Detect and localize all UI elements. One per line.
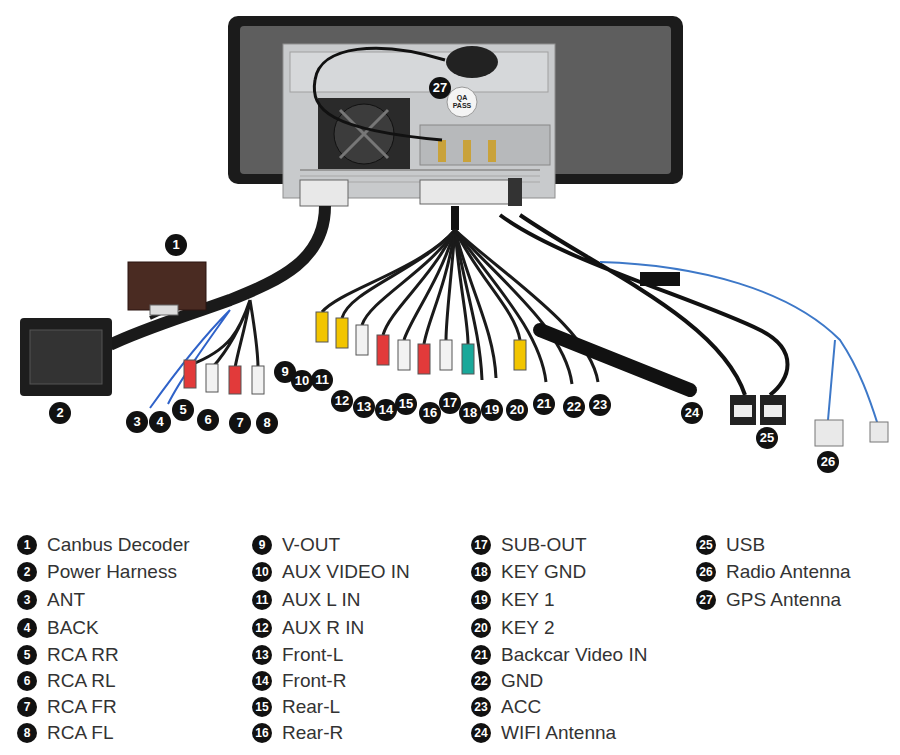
callout-number: 17 xyxy=(439,392,461,414)
callout-number: 2 xyxy=(49,402,71,424)
key-number: 27 xyxy=(696,590,716,610)
key-text: KEY GND xyxy=(501,561,586,583)
key-number: 15 xyxy=(252,697,272,717)
key-text: RCA RL xyxy=(47,670,116,692)
key-text: Front-L xyxy=(282,644,343,666)
key-text: ANT xyxy=(47,589,85,611)
key-text: WIFI Antenna xyxy=(501,722,616,744)
callout-number: 21 xyxy=(533,393,555,415)
qa-sticker: QA PASS xyxy=(449,94,475,110)
callout-number: 14 xyxy=(375,399,397,421)
callout-number: 25 xyxy=(756,427,778,449)
callout-number: 27 xyxy=(429,77,451,99)
key-number: 6 xyxy=(17,671,37,691)
callout-number: 6 xyxy=(197,409,219,431)
key-text: RCA RR xyxy=(47,644,119,666)
callout-number: 10 xyxy=(291,370,313,392)
key-number: 26 xyxy=(696,562,716,582)
key-number: 25 xyxy=(696,535,716,555)
key-text: Front-R xyxy=(282,670,346,692)
callout-number: 4 xyxy=(149,411,171,433)
key-number: 23 xyxy=(471,697,491,717)
key-text: AUX L IN xyxy=(282,589,361,611)
key-number: 1 xyxy=(17,535,37,555)
key-text: SUB-OUT xyxy=(501,534,587,556)
key-number: 14 xyxy=(252,671,272,691)
key-text: USB xyxy=(726,534,765,556)
key-number: 10 xyxy=(252,562,272,582)
key-text: Power Harness xyxy=(47,561,177,583)
callout-number: 22 xyxy=(563,396,585,418)
callout-number: 3 xyxy=(126,411,148,433)
key-number: 11 xyxy=(252,590,272,610)
callout-number: 13 xyxy=(353,396,375,418)
key-text: AUX VIDEO IN xyxy=(282,561,410,583)
key-text: RCA FR xyxy=(47,696,117,718)
key-number: 16 xyxy=(252,723,272,743)
callout-number: 12 xyxy=(331,390,353,412)
key-number: 4 xyxy=(17,618,37,638)
callout-number: 5 xyxy=(172,399,194,421)
key-text: Rear-L xyxy=(282,696,340,718)
key-text: ACC xyxy=(501,696,541,718)
callout-number: 16 xyxy=(419,402,441,424)
callout-number: 15 xyxy=(395,393,417,415)
key-number: 8 xyxy=(17,723,37,743)
key-number: 7 xyxy=(17,697,37,717)
key-number: 24 xyxy=(471,723,491,743)
callout-number: 7 xyxy=(229,412,251,434)
key-text: Backcar Video IN xyxy=(501,644,647,666)
callout-number: 11 xyxy=(311,369,333,391)
key-text: Rear-R xyxy=(282,722,343,744)
key-text: KEY 2 xyxy=(501,617,555,639)
callout-number: 20 xyxy=(506,399,528,421)
callout-number: 8 xyxy=(256,412,278,434)
key-number: 18 xyxy=(471,562,491,582)
key-text: KEY 1 xyxy=(501,589,555,611)
key-number: 19 xyxy=(471,590,491,610)
callout-number: 19 xyxy=(481,399,503,421)
key-number: 5 xyxy=(17,645,37,665)
key-number: 13 xyxy=(252,645,272,665)
callout-number: 23 xyxy=(589,394,611,416)
key-text: BACK xyxy=(47,617,99,639)
key-number: 3 xyxy=(17,590,37,610)
key-text: V-OUT xyxy=(282,534,340,556)
key-number: 21 xyxy=(471,645,491,665)
callout-number: 26 xyxy=(817,451,839,473)
key-text: RCA FL xyxy=(47,722,114,744)
key-text: AUX R IN xyxy=(282,617,364,639)
key-number: 9 xyxy=(252,535,272,555)
key-number: 2 xyxy=(17,562,37,582)
key-text: GND xyxy=(501,670,543,692)
key-number: 12 xyxy=(252,618,272,638)
key-number: 17 xyxy=(471,535,491,555)
callout-number: 24 xyxy=(681,402,703,424)
key-text: GPS Antenna xyxy=(726,589,841,611)
key-number: 20 xyxy=(471,618,491,638)
callout-number: 18 xyxy=(459,402,481,424)
key-number: 22 xyxy=(471,671,491,691)
key-text: Radio Antenna xyxy=(726,561,851,583)
callout-number: 1 xyxy=(165,234,187,256)
key-text: Canbus Decoder xyxy=(47,534,190,556)
